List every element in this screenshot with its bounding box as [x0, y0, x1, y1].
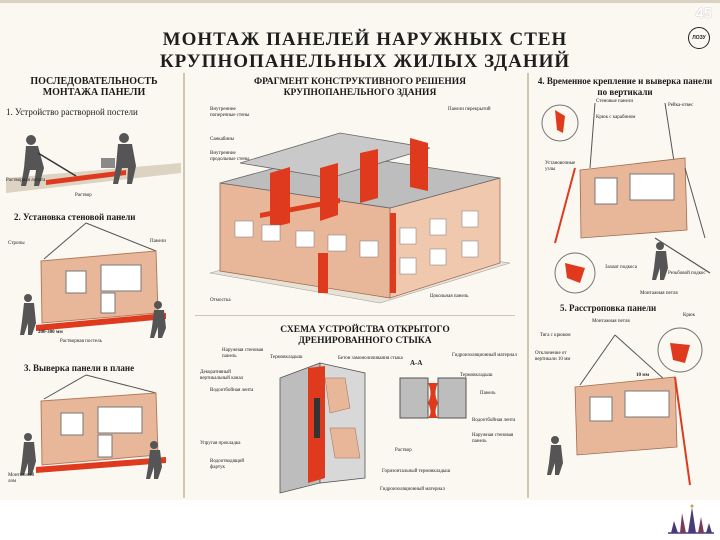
joint-label-water-tape: Водоотбойная лента [210, 388, 254, 393]
joint-label-apron: Водоотводящий фартук [210, 459, 245, 470]
worker-1 [21, 135, 44, 186]
label-long-walls: Внутренние продольные стены [210, 151, 250, 162]
section-label-outer-panel: Наружная стеновая панель [472, 433, 514, 444]
joint-label-hydro-top: Гидроизоляционный материал [452, 353, 517, 358]
step5-label-10mm: 10 мм [636, 373, 650, 378]
step2-label-slings: Стропы [8, 241, 25, 246]
joint-label-concrete: Бетон замоноличивания стыка [338, 356, 403, 361]
center-heading: ФРАГМЕНТ КОНСТРУКТИВНОГО РЕШЕНИЯ КРУПНОП… [254, 77, 466, 98]
section-label: А-А [410, 359, 423, 367]
step2-illustration [20, 222, 166, 338]
joint-label-mortar: Раствор [395, 448, 412, 453]
step3-illustration [20, 374, 166, 479]
label-plinth: Цокольная панель [430, 294, 469, 299]
step3-title: 3. Выверка панели в плане [24, 363, 135, 373]
label-floor-slabs: Панели перекрытий [448, 107, 491, 112]
divider-center [195, 315, 515, 317]
step5-title: 5. Расстроповка панели [560, 303, 657, 313]
scheme-heading: СХЕМА УСТРОЙСТВА ОТКРЫТОГО ДРЕНИРОВАННОГ… [280, 325, 450, 346]
divider-right [527, 73, 529, 498]
step5-label-hook: Крюк [683, 313, 695, 318]
step1-title: 1. Устройство растворной постели [6, 107, 138, 117]
label-cross-walls: Внутренние поперечные стены [210, 107, 250, 118]
step2-label-panels: Панели [150, 239, 166, 244]
mortar-box [101, 158, 115, 168]
step5-label-loop: Монтажная петля [592, 319, 630, 324]
step4-label-loop: Монтажная петля [640, 291, 678, 296]
joint-label-channel: Декоративный вертикальный канал [200, 370, 244, 381]
step4-label-nodes: Установочные узлы [545, 161, 576, 172]
step4-label-panels: Стеновые панели [596, 99, 633, 104]
step4-label-plumb: Рейка-отвес [668, 103, 694, 108]
step1-label-mortar: Раствор [75, 193, 92, 198]
step5-label-pull: Тяга с крюком [540, 333, 571, 338]
joint-label-thermo-insert: Термовкладыш [270, 355, 303, 360]
section-label-thermo: Термовкладыш [460, 373, 493, 378]
poster-title-line1: МОНТАЖ ПАНЕЛЕЙ НАРУЖНЫХ СТЕН [162, 29, 568, 50]
joint-illustration [279, 362, 366, 494]
step2-label-gap: 200-300 мм [38, 330, 63, 335]
left-heading: ПОСЛЕДОВАТЕЛЬНОСТЬ МОНТАЖА ПАНЕЛИ [30, 76, 158, 98]
step2-label-bed: Растворная постель [60, 339, 102, 344]
step4-title: 4. Временное крепление и выверка панели … [537, 76, 713, 97]
joint-label-horizontal-thermo: Горизонтальный термовкладыш [382, 469, 451, 474]
step4-label-brace: Резьбовой подкос [668, 271, 706, 276]
section-label-panel: Панель [480, 391, 496, 396]
step2-title: 2. Установка стеновой панели [14, 212, 136, 222]
label-san-cabins: Санкабины [210, 137, 235, 142]
step1-illustration [6, 133, 181, 193]
poster-title-line2: КРУПНОПАНЕЛЬНЫХ ЖИЛЫХ ЗДАНИЙ [159, 51, 571, 72]
step5-illustration [547, 327, 703, 486]
joint-label-outer-panel: Наружная стеновая панель [222, 348, 264, 359]
section-aa-illustration [399, 377, 467, 419]
step4-label-hook: Крюк с карабином [596, 115, 636, 120]
step5-label-deviation: Отклонение от вертикали 10 мм [535, 351, 571, 362]
joint-label-hydro-bottom: Гидроизоляционный материал [380, 487, 445, 492]
step3-label-crowbar: Монтажный лом [8, 473, 35, 484]
divider-left [183, 73, 185, 498]
step1-label-shovel: Растворная лопата [6, 178, 46, 183]
publisher-stamp: ЛОЗУ [688, 27, 710, 49]
label-blind-area: Отмостка [210, 298, 231, 303]
page-number: 45 [695, 5, 712, 22]
building-illustration [209, 132, 511, 304]
step4-label-grip: Захват подкоса [605, 265, 637, 270]
section-label-water-tape: Водоотбойная лента [472, 418, 516, 423]
step4-illustration [541, 102, 711, 294]
joint-label-gasket: Упругая прокладка [200, 441, 241, 446]
poster: 45 ЛОЗУ МОНТАЖ ПАНЕЛЕЙ НАРУЖНЫХ СТЕН КРУ… [0, 0, 720, 500]
worker-2 [113, 133, 136, 184]
publisher-logo-icon [668, 504, 714, 534]
